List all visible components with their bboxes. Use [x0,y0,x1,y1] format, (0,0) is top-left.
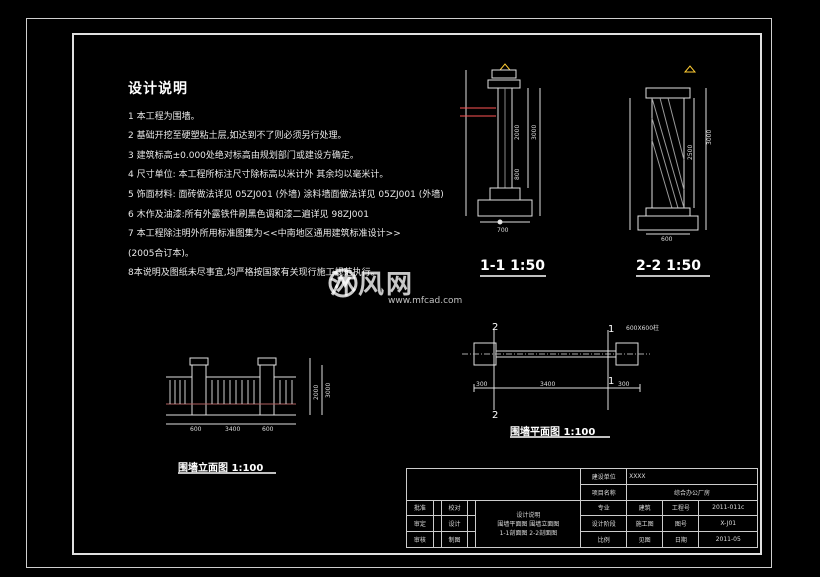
stage-label: 设计阶段 [580,515,628,533]
project-value: 综合办公厂房 [626,483,758,501]
section-2-2-drawing [629,65,707,235]
approve-label: 批准 [406,499,434,517]
draw-value [467,531,477,548]
title-block: 建设单位 XXXX 项目名称 综合办公厂房 批准 校对 设计说明 围墙平面图 围… [405,468,758,549]
design-note-line: 5 饰面材料: 面砖做法详见 05ZJ001 (外墙) 涂料墙面做法详见 05Z… [128,189,444,200]
project-label: 项目名称 [580,483,628,501]
s1-dim-mid: 2000 [514,125,521,140]
job-label: 工程号 [662,499,700,517]
plan-drawing [462,330,650,410]
drawing-name-bot: 1-1剖面图 2-2剖面图 [499,530,558,538]
s1-dim-height: 3000 [531,125,538,140]
s2-dim-height: 3000 [706,130,713,145]
design-note-line: (2005合订本)。 [128,248,194,259]
plan-title: 围墙平面图 1:100 [510,427,596,438]
plan-mark-2-top: 2 [492,322,498,333]
elevation-drawing [166,357,323,425]
drawing-border-outer [26,18,772,568]
elev-dim-left: 600 [190,426,202,433]
plan-mark-1-bottom: 1 [608,376,614,387]
drawing-border-inner [72,33,762,555]
watermark-url: www.mfcad.com [388,296,463,306]
sheet-label: 图号 [662,515,700,533]
s2-dim-base: 600 [661,236,673,243]
discipline-value: 建筑 [626,499,664,517]
client-label: 建设单位 [580,468,628,485]
drawing-name-mid: 围墙平面图 围墙立面图 [497,521,560,529]
elev-dim-span: 3400 [225,426,240,433]
elev-dim-height: 3000 [325,383,332,398]
check-value [467,499,477,517]
mfcad-logo-icon [328,268,358,298]
plan-dim-span: 3400 [540,381,555,388]
date-label: 日期 [662,531,700,548]
design-note-line: 7 本工程除注明外所用标准图集为<<中南地区通用建筑标准设计>> [128,229,401,240]
section-1-1-drawing [460,63,541,225]
section-1-1-title: 1-1 1:50 [480,258,545,274]
plan-mark-1-top: 1 [608,324,614,335]
watermark-text: 沐风网 [330,270,415,300]
s1-dim-base: 700 [497,227,509,234]
sheet-value: X-J01 [698,515,758,533]
design-note-line: 1 本工程为围墙。 [128,111,200,122]
stage-value: 施工图 [626,515,664,533]
elevation-railings [169,380,293,404]
client-value: XXXX [626,468,758,485]
design-notes: 设计说明 1 本工程为围墙。 2 基础开挖至硬塑粘土层,如达到不了则必须另行处理… [128,80,458,284]
design-note-line: 8本说明及图纸未尽事宜,均严格按国家有关现行施工规范执行。 [128,268,380,279]
plan-mark-2-bottom: 2 [492,410,498,421]
plan-dim-pier: 600X600柱 [626,324,659,332]
s2-dim-mid: 2500 [687,145,694,160]
draw-label: 制图 [440,531,469,548]
design-value [467,515,477,533]
title-block-blank [405,468,582,501]
s1-dim-top: 800 [514,168,521,180]
elev-dim-right: 600 [262,426,274,433]
verify-label: 审定 [406,515,434,533]
drawing-name-top: 设计说明 [516,512,541,520]
design-note-line: 6 木作及油漆:所有外露铁件刷黑色调和漆二遍详见 98ZJ001 [128,209,369,220]
design-note-line: 2 基础开挖至硬塑粘土层,如达到不了则必须另行处理。 [128,131,347,142]
design-note-line: 3 建筑标高±0.000处绝对标高由规划部门或建设方确定。 [128,150,359,161]
drawing-name-cell: 设计说明 围墙平面图 围墙立面图 1-1剖面图 2-2剖面图 [475,499,582,549]
elev-dim-mid: 2000 [313,385,320,400]
plan-dim-right: 300 [618,381,630,388]
plan-dim-left: 300 [476,381,488,388]
check-label: 校对 [440,499,469,517]
review-value [432,531,442,548]
elevation-title: 围墙立面图 1:100 [178,463,264,474]
date-value: 2011-05 [698,531,758,548]
scale-value: 见图 [626,531,664,548]
design-note-line: 4 尺寸单位: 本工程所标注尺寸除标高以米计外 其余均以毫米计。 [128,170,389,181]
design-notes-title: 设计说明 [128,81,188,97]
scale-label: 比例 [580,531,628,548]
approve-value [432,499,442,517]
review-label: 审核 [406,531,434,548]
section-2-2-title: 2-2 1:50 [636,258,701,274]
discipline-label: 专业 [580,499,628,517]
design-label: 设计 [440,515,469,533]
verify-value [432,515,442,533]
job-value: 2011-011c [698,499,758,517]
